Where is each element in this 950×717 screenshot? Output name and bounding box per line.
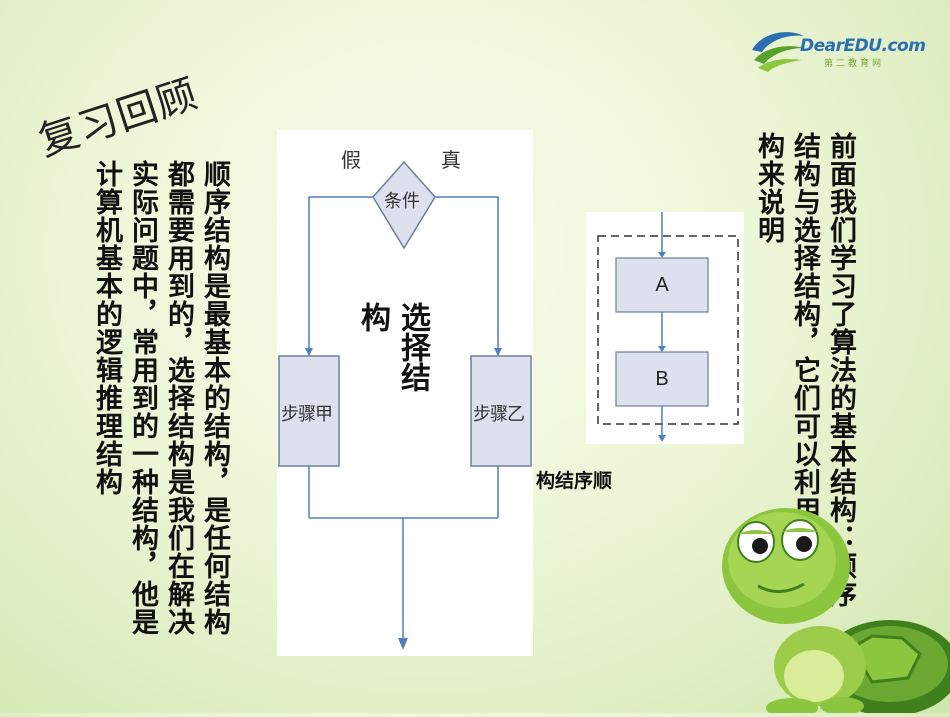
true-branch-label: 真 [441,148,461,172]
logo-sub-text: 第二教育网 [824,59,885,69]
left-paragraph: 顺序结构是最基本的结构，是任何结构都需要用到的，选择结构是我们在解决实际问题中，… [91,160,230,636]
logo-swoosh-icon [752,32,804,72]
false-branch-label: 假 [341,148,361,172]
selection-flowchart: 假 真 条件 步骤甲 步骤乙 选择结 构 [277,130,533,656]
turtle-illustration [712,468,950,717]
logo-brand-text: DearEDU.com [800,36,926,56]
sequence-caption: 构结序顺 [536,470,613,492]
step-a-label: 步骤甲 [281,404,333,425]
selection-caption-col1: 选择结 [395,302,430,392]
step-b-label: 步骤乙 [473,404,525,425]
slide-title: 复习回顾 [33,70,204,166]
dearedu-logo [748,18,938,78]
selection-caption-col2: 构 [355,302,390,332]
turtle-icon [722,508,950,717]
sequence-flowchart: A B [586,212,744,444]
sequence-box-a: A [655,273,669,296]
sequence-box-b: B [655,367,669,390]
condition-label: 条件 [384,191,420,212]
selection-flowchart-lines [278,160,532,650]
sequence-flowchart-lines [597,212,739,442]
